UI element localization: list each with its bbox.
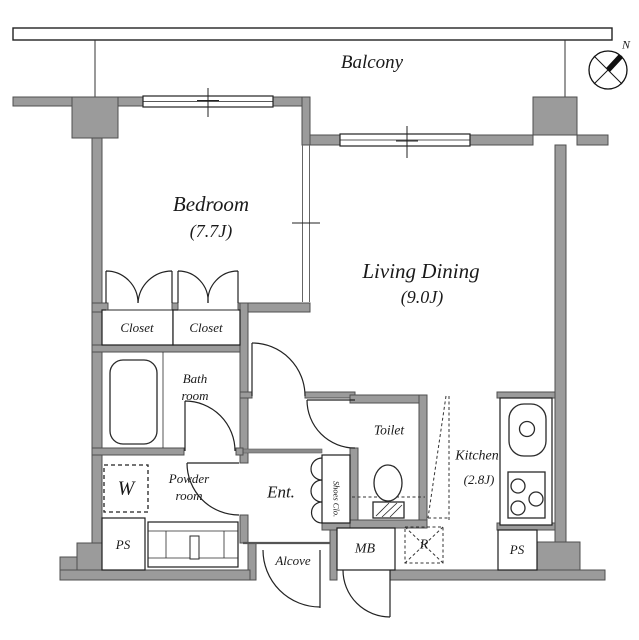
kitchen-size-label: (2.8J) — [463, 471, 495, 487]
sliding-partition — [292, 145, 320, 302]
washer-label: W — [117, 477, 135, 500]
toilet-tank — [372, 501, 405, 519]
shoes-closet-folding-door — [310, 457, 323, 481]
wall-segment — [235, 447, 244, 456]
kitchen-fixtures — [427, 395, 547, 520]
compass-icon — [588, 50, 628, 90]
wall-segment — [418, 394, 428, 529]
closet-left-label: Closet — [120, 319, 154, 335]
stove-burner — [510, 478, 526, 494]
closet-right-box — [172, 309, 241, 346]
ps-left-box — [101, 517, 146, 571]
alcove-label: Alcove — [275, 552, 311, 568]
wall-segment — [91, 344, 249, 353]
refrigerator-space — [404, 526, 444, 564]
wall-segment — [272, 96, 304, 107]
doors — [105, 270, 391, 618]
balcony-label: Balcony — [340, 52, 404, 74]
living-hall-door — [251, 342, 306, 397]
vanity-faucet — [189, 535, 200, 560]
washer-space — [103, 464, 149, 513]
bath-room-label-line2: room — [181, 387, 209, 403]
bathroom-door — [184, 400, 236, 452]
closet-left-door — [105, 270, 139, 304]
bath-room-label-line1: Bath — [182, 370, 208, 386]
bedroom-size-label: (7.7J) — [189, 220, 233, 241]
wall-bottom-right — [389, 569, 606, 581]
toilet-bowl — [373, 464, 403, 502]
closet-left-door — [137, 270, 173, 304]
compass-north-label: N — [621, 37, 631, 52]
wall-segment — [91, 447, 185, 456]
wall-kitchen-top — [496, 391, 556, 399]
entrance-label: Ent. — [267, 482, 295, 502]
wall-segment — [91, 302, 109, 313]
closet-right-door — [207, 270, 239, 304]
toilet-hatch — [381, 502, 398, 518]
compass-needle — [605, 54, 624, 72]
front-door — [262, 549, 321, 608]
stove-burner — [510, 500, 526, 516]
closet-right-label: Closet — [189, 319, 223, 335]
bathtub — [109, 359, 158, 445]
balcony-rail — [12, 27, 613, 41]
kitchen-label: Kitchen — [455, 448, 499, 464]
wall-segment — [576, 134, 609, 146]
sink-drain — [518, 420, 536, 438]
wall-segment — [239, 391, 253, 399]
wall-segment — [309, 134, 341, 146]
toilet-fixture — [352, 464, 425, 519]
windows — [142, 88, 471, 158]
toilet-hatch — [375, 502, 390, 517]
wall-segment — [469, 134, 534, 146]
powder-room-label-line1: Powder — [168, 470, 210, 486]
wall-left — [91, 137, 103, 571]
meter-box — [336, 527, 396, 571]
meter-box-door — [342, 569, 391, 618]
wall-bottom-left — [59, 569, 251, 581]
ps-left-label: PS — [115, 536, 131, 552]
wall-step — [59, 556, 78, 571]
meter-box-label: MB — [354, 541, 376, 557]
living-dining-size-label: (9.0J) — [400, 286, 444, 307]
kitchen-dashed-boundary — [427, 395, 447, 519]
wall-right — [554, 144, 567, 543]
wall-step — [76, 542, 103, 571]
wall-segment — [239, 302, 249, 464]
wall-segment — [349, 519, 428, 529]
toilet-hatch — [389, 504, 403, 518]
vanity-counter — [147, 521, 239, 568]
refrigerator-label: R — [419, 537, 429, 553]
living-dining-label: Living Dining — [362, 258, 480, 283]
closet-right-door — [177, 270, 209, 304]
toilet-label: Toilet — [373, 422, 405, 438]
wall-opening-header — [240, 448, 323, 454]
pillar — [71, 96, 119, 139]
wall-segment — [239, 514, 249, 544]
shoes-closet-folding-door — [310, 479, 323, 503]
ps-right-box — [497, 529, 538, 571]
refrigerator-outline — [404, 526, 444, 564]
wall-segment — [237, 302, 311, 313]
wall-alcove-right — [329, 529, 338, 581]
powder-room-door — [186, 462, 240, 516]
wall-segment — [301, 96, 311, 146]
bedroom-label: Bedroom — [172, 191, 250, 216]
shoes-closet-box — [321, 454, 351, 524]
pillar — [532, 96, 578, 136]
shoes-closet-label: Shoes Clo. — [331, 480, 342, 518]
stove-burner — [528, 491, 544, 507]
powder-room-label-line2: room — [175, 487, 203, 503]
walls — [12, 96, 609, 581]
wall-segment — [349, 447, 359, 529]
toilet-door — [306, 399, 356, 449]
shoes-closet-folding-door — [310, 501, 323, 524]
wall-step — [536, 541, 581, 571]
wall-toilet-top — [349, 394, 428, 404]
wall-segment — [304, 391, 356, 399]
ps-right-label: PS — [509, 541, 525, 557]
